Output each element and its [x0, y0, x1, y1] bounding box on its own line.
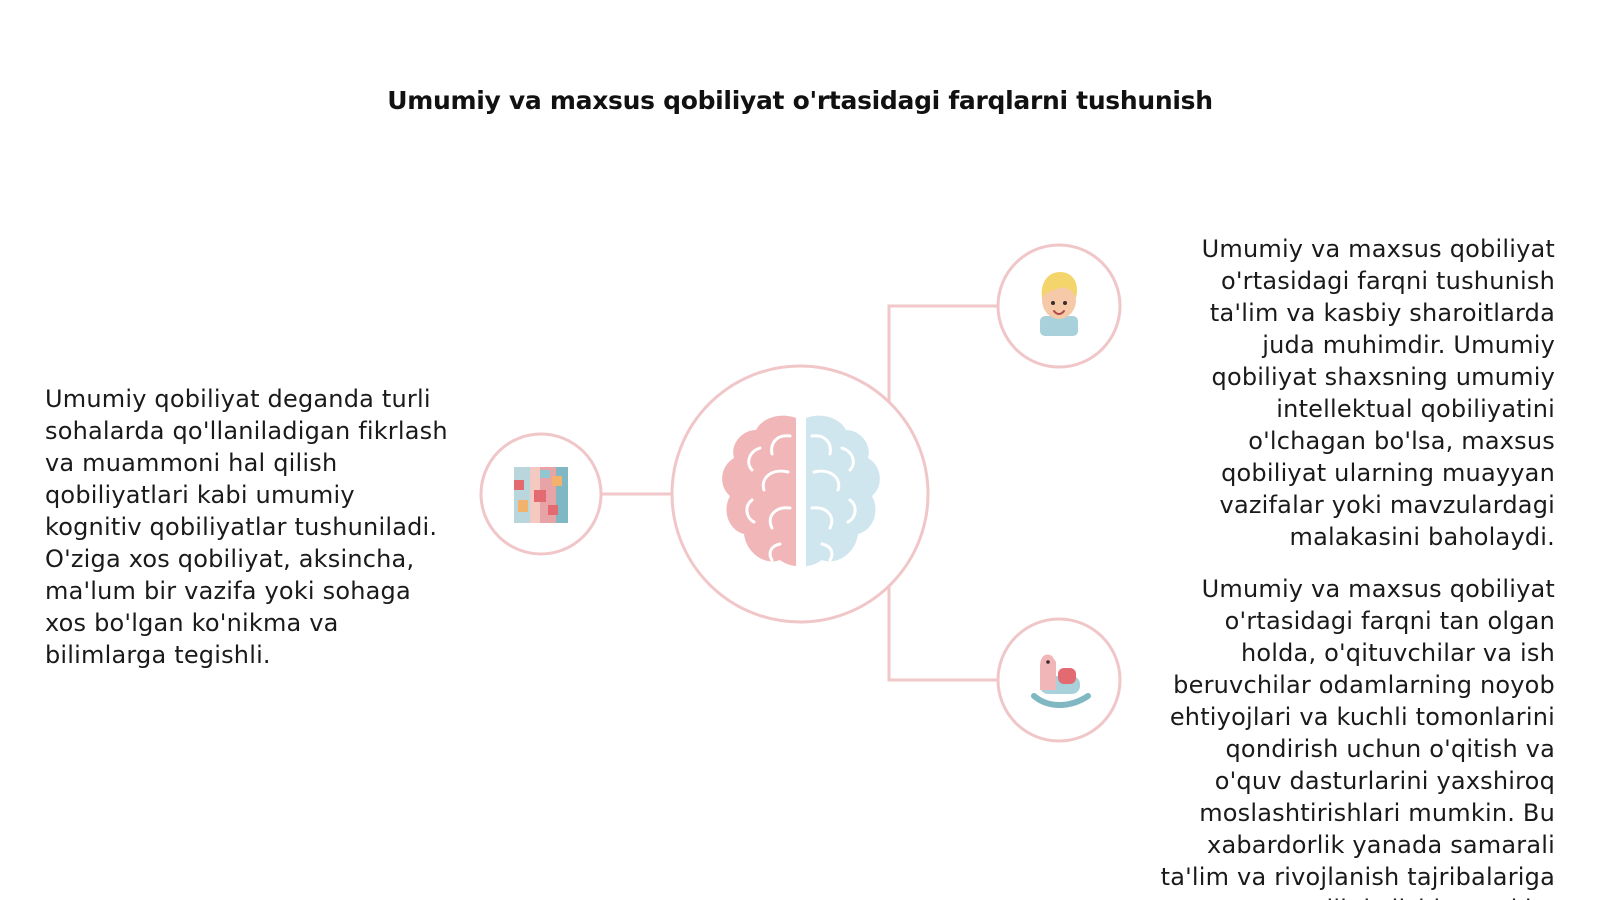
rocking-horse-icon — [1031, 654, 1091, 708]
center-circle — [670, 364, 930, 624]
connector-lines — [602, 304, 997, 682]
center-node — [670, 364, 930, 624]
connector-bottom-right — [887, 586, 997, 682]
right-bottom-description: Umumiy va maxsus qobiliyat o'rtasidagi f… — [1160, 575, 1555, 900]
puzzle-blocks-icon — [514, 467, 568, 523]
left-description: Umumiy qobiliyat deganda turli sohalarda… — [45, 385, 448, 669]
left-node — [479, 432, 603, 556]
brain-icon — [722, 415, 880, 566]
connector-top-right — [887, 304, 997, 402]
top-right-node — [996, 243, 1122, 369]
bottom-right-node — [996, 617, 1122, 743]
right-top-description: Umumiy va maxsus qobiliyat o'rtasidagi f… — [1201, 235, 1555, 551]
page-title: Umumiy va maxsus qobiliyat o'rtasidagi f… — [387, 86, 1213, 115]
child-face-icon — [1040, 272, 1078, 336]
